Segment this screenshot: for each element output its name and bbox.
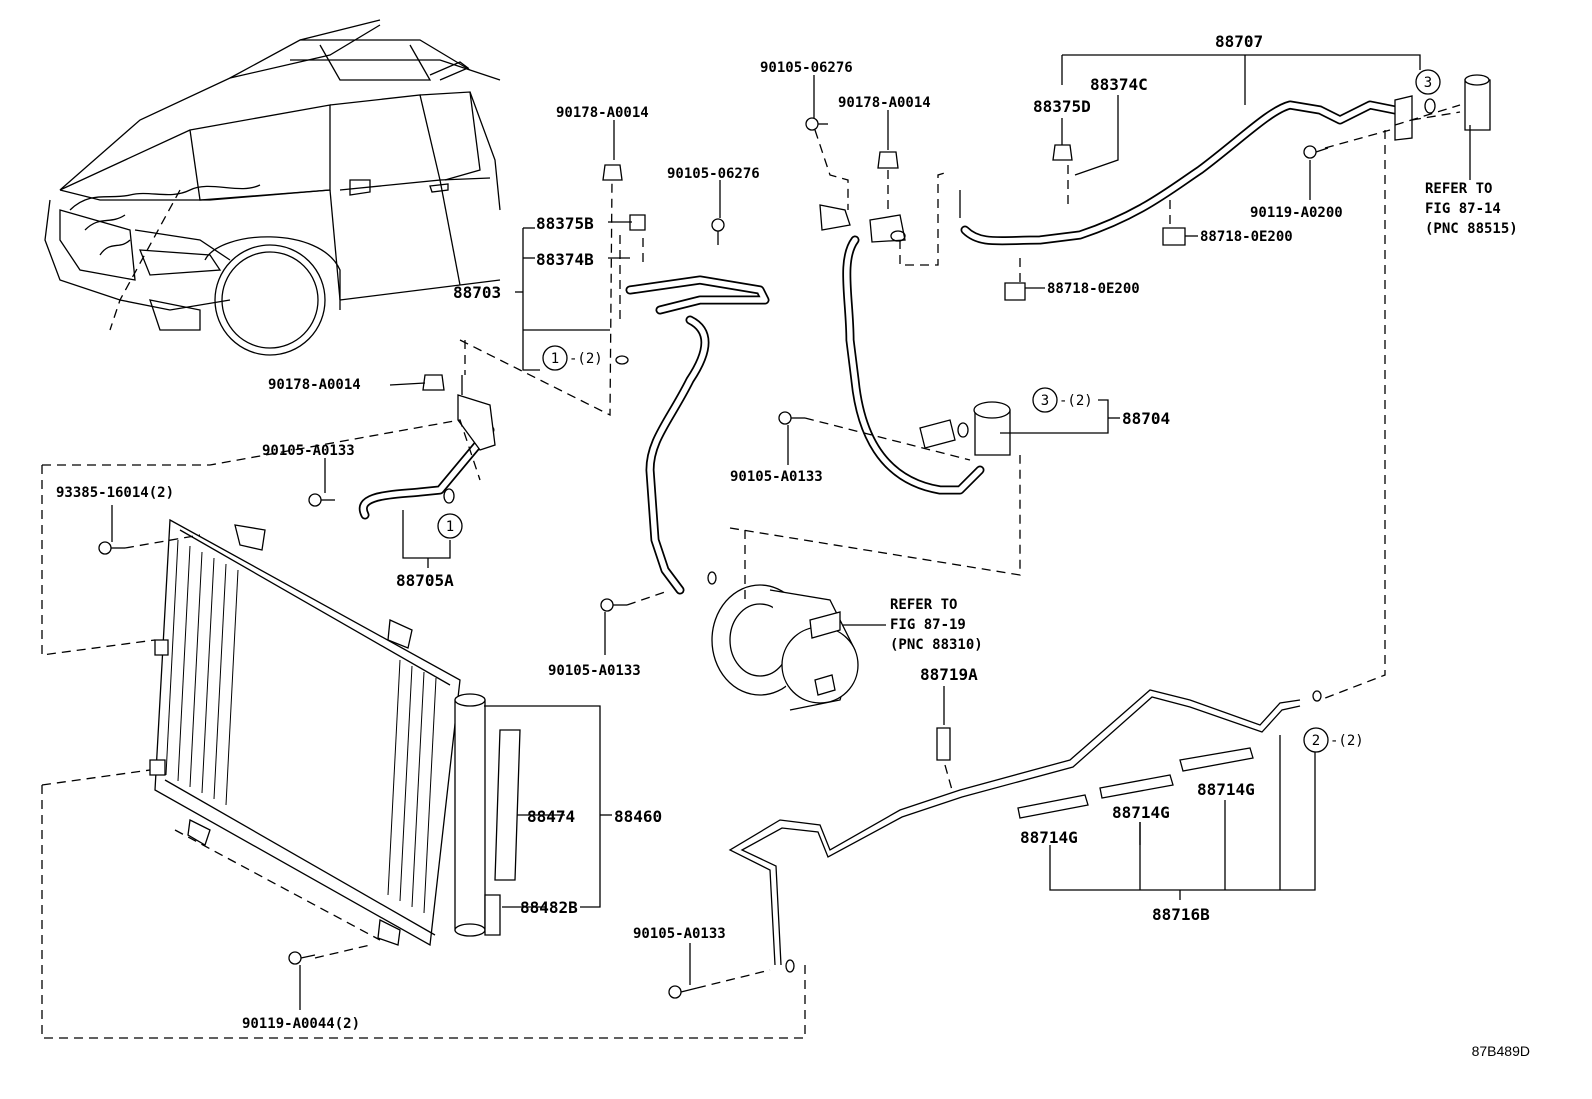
label-90105-A0133-b: 90105-A0133 xyxy=(262,443,355,459)
label-88460: 88460 xyxy=(614,807,662,826)
diagram-code: 87B489D xyxy=(1472,1043,1530,1059)
label-90119-A0200: 90119-A0200 xyxy=(1250,205,1343,221)
label-88704: 88704 xyxy=(1122,409,1170,428)
label-88374C: 88374C xyxy=(1090,75,1148,94)
part-labels: 88707 88374C 88375D 90105-06276 90178-A0… xyxy=(56,32,1343,1032)
label-88718-0E200-b: 88718-0E200 xyxy=(1047,281,1140,297)
label-88714G-b: 88714G xyxy=(1112,803,1170,822)
label-90178-A0014-c: 90178-A0014 xyxy=(268,377,361,393)
callout-1-a-num: 1 xyxy=(551,351,559,367)
label-90178-A0014-b: 90178-A0014 xyxy=(556,105,649,121)
label-88703: 88703 xyxy=(453,283,501,302)
label-88707: 88707 xyxy=(1215,32,1263,51)
callout-3-b-qty: -(2) xyxy=(1059,393,1093,409)
leader-lines xyxy=(111,54,1471,1010)
label-88718-0E200-a: 88718-0E200 xyxy=(1200,229,1293,245)
callout-3-b-num: 3 xyxy=(1041,393,1049,409)
label-90105-06276-a: 90105-06276 xyxy=(760,60,853,76)
hardware xyxy=(98,98,1436,999)
refer-to-2-line3: (PNC 88310) xyxy=(890,637,983,653)
callout-circles: 1 -(2) 1 3 -(2) 3 2 -(2) xyxy=(437,69,1441,753)
refer-to-1-line2: FIG 87-14 xyxy=(1425,201,1501,217)
label-88716B: 88716B xyxy=(1152,905,1210,924)
label-88714G-a: 88714G xyxy=(1020,828,1078,847)
refer-to-1-line3: (PNC 88515) xyxy=(1425,221,1518,237)
dashed-boundaries xyxy=(41,104,1461,1039)
condenser-88460 xyxy=(149,518,521,947)
label-90178-A0014-a: 90178-A0014 xyxy=(838,95,931,111)
label-90105-A0133-a: 90105-A0133 xyxy=(730,469,823,485)
label-88719A: 88719A xyxy=(920,665,978,684)
label-90105-06276-b: 90105-06276 xyxy=(667,166,760,182)
label-90119-A0044: 90119-A0044(2) xyxy=(242,1016,360,1032)
callout-2 xyxy=(1303,727,1329,753)
refer-to-1-line1: REFER TO xyxy=(1425,181,1492,197)
vehicle-illustration xyxy=(44,19,501,356)
callout-3-a xyxy=(1415,69,1441,95)
callout-1-a xyxy=(542,345,568,371)
expansion-valve xyxy=(1394,74,1491,141)
label-90105-A0133-c: 90105-A0133 xyxy=(548,663,641,679)
callout-2-num: 2 xyxy=(1312,733,1320,749)
callout-3-a-num: 3 xyxy=(1424,75,1432,91)
label-88482B: 88482B xyxy=(520,898,578,917)
label-90105-A0133-d: 90105-A0133 xyxy=(633,926,726,942)
refer-to-blocks: REFER TO FIG 87-14 (PNC 88515) REFER TO … xyxy=(890,181,1518,653)
callout-1-b-num: 1 xyxy=(446,519,454,535)
liquid-line-88716B xyxy=(728,689,1301,966)
callout-3-b xyxy=(1032,387,1058,413)
callout-2-qty: -(2) xyxy=(1330,733,1364,749)
label-88374B: 88374B xyxy=(536,250,594,269)
refer-to-2-line1: REFER TO xyxy=(890,597,957,613)
label-88375B: 88375B xyxy=(536,214,594,233)
label-93385-16014: 93385-16014(2) xyxy=(56,485,174,501)
label-88375D: 88375D xyxy=(1033,97,1091,116)
compressor xyxy=(711,584,859,711)
label-88474: 88474 xyxy=(527,807,575,826)
label-88705A: 88705A xyxy=(396,571,454,590)
callout-1-a-qty: -(2) xyxy=(569,351,603,367)
refrigerant-pipes xyxy=(358,100,1400,966)
label-88714G-c: 88714G xyxy=(1197,780,1255,799)
callout-1-b xyxy=(437,513,463,539)
refer-to-2-line2: FIG 87-19 xyxy=(890,617,966,633)
receiver-88704 xyxy=(919,401,1011,456)
